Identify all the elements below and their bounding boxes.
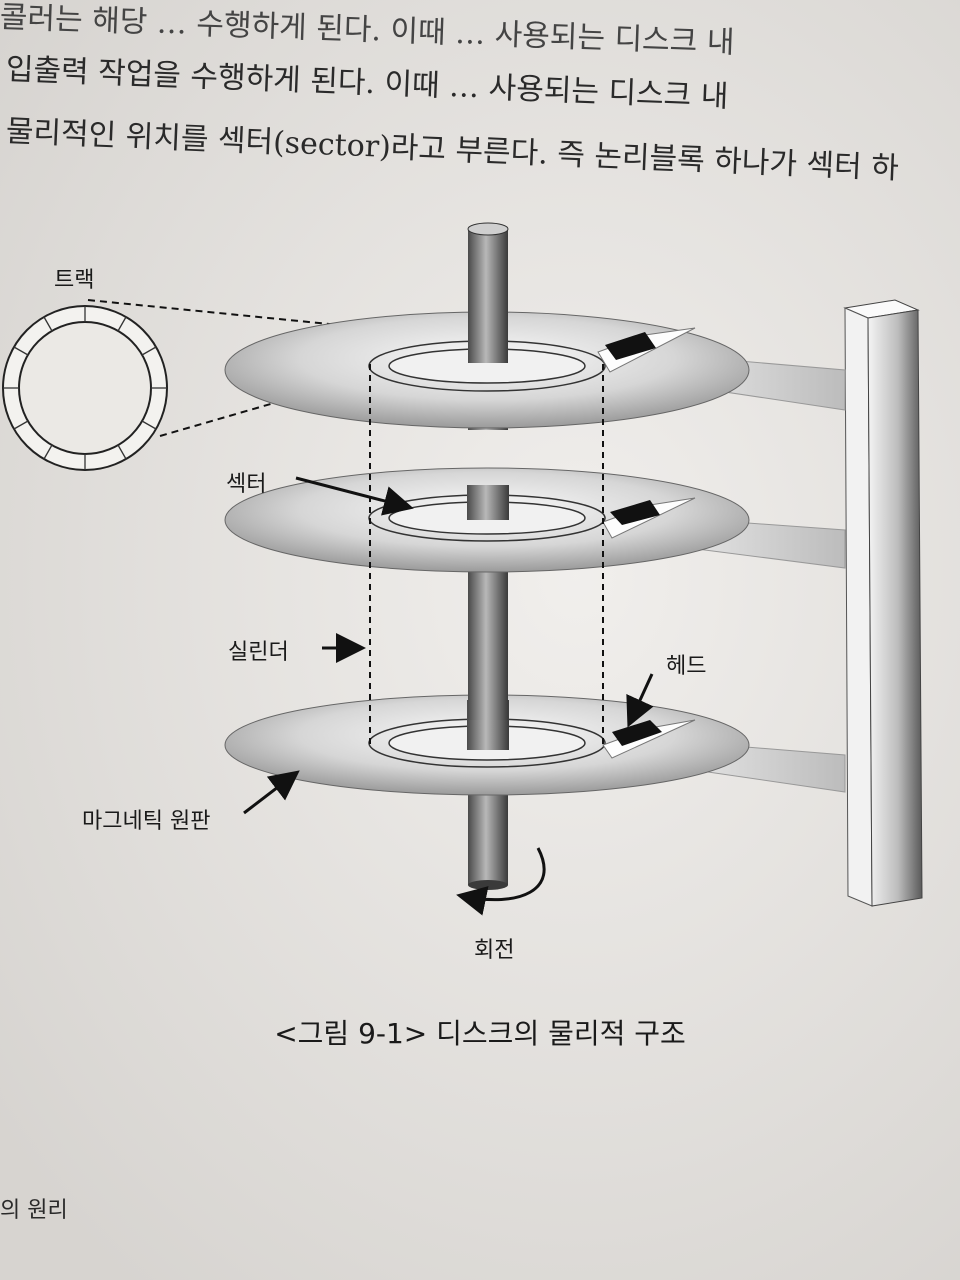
disk-structure-diagram (2, 222, 923, 916)
track-label: 트랙 (54, 268, 95, 293)
platter-top (224, 311, 846, 429)
cylinder-outline (369, 364, 604, 746)
platter-label: 마그네틱 원판 (82, 809, 211, 834)
rotation-arrow (456, 847, 546, 916)
actuator-post (843, 299, 923, 907)
sector-pointer-arrow (295, 476, 414, 516)
figure-caption: <그림 9-1> 디스크의 물리적 구조 (274, 1017, 686, 1050)
head-pointer-arrow (626, 673, 654, 728)
cylinder-label: 실린더 (228, 640, 289, 665)
spindle-top (468, 228, 508, 363)
track-detail-ring (2, 305, 168, 471)
rotation-label: 회전 (474, 938, 515, 963)
spindle-base (468, 880, 508, 890)
platter-bottom (224, 694, 846, 796)
body-text-line-3: 물리적인 위치를 섹터(sector)라고 부른다. 즉 논리블록 하나가 섹터… (5, 114, 900, 187)
sector-label: 섹터 (226, 472, 267, 497)
spindle-cap (467, 222, 509, 236)
track-zoom-line-upper (87, 299, 471, 339)
page-footer: 의 원리 (0, 1198, 68, 1223)
platter-pointer-arrow (243, 770, 300, 815)
head-label: 헤드 (666, 654, 707, 679)
